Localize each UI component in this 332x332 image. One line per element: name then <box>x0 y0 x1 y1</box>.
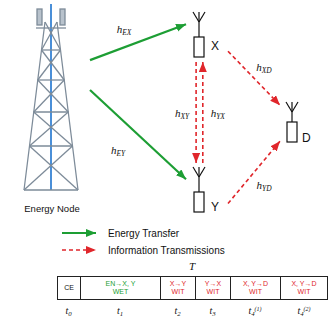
slot-cell: X, Y→DWIT <box>230 276 281 300</box>
channel-label: hEY <box>111 144 125 156</box>
math-subscript: 4 <box>251 310 254 317</box>
math-subscript: 3 <box>212 310 215 317</box>
time-label: t0 <box>65 305 71 317</box>
math-subscript: 2 <box>177 310 180 317</box>
slot-text: WIT <box>172 288 185 296</box>
slot-text: WIT <box>207 288 220 296</box>
math-superscript: (2) <box>304 306 311 312</box>
math-superscript: (1) <box>255 306 262 312</box>
energy-transfer-arrow <box>90 90 186 179</box>
math-subscript: XY <box>181 113 190 122</box>
slot-cell: X→YWIT <box>160 276 196 300</box>
time-label: t1 <box>117 305 123 317</box>
channel-label: hXY <box>175 107 189 119</box>
slot-cell: X, Y→DWIT <box>280 276 328 300</box>
time-label: t4(1) <box>248 305 261 317</box>
math-symbol: t <box>174 305 177 316</box>
node-label: X <box>211 39 219 53</box>
node-label: D <box>302 131 311 145</box>
time-label: t4(2) <box>297 305 310 317</box>
math-symbol: h <box>111 144 117 156</box>
math-symbol: t <box>248 305 251 316</box>
energy-transfer-arrow <box>90 24 186 60</box>
math-subscript: EY <box>116 149 125 158</box>
slot-cell: CE <box>57 276 81 300</box>
slot-text: WET <box>113 288 129 296</box>
information-arrow <box>202 62 204 163</box>
destination-node: D <box>280 98 320 146</box>
math-symbol: t <box>297 305 300 316</box>
math-symbol: t <box>65 305 68 316</box>
math-subscript: EX <box>122 28 131 37</box>
slot-text: WIT <box>298 288 311 296</box>
information-arrow <box>228 141 280 203</box>
slot-text: X, Y→D <box>291 280 316 288</box>
math-symbol: t <box>117 305 120 316</box>
channel-label-patch: hYD <box>256 175 273 193</box>
math-subscript: YD <box>262 184 272 193</box>
antenna-icon <box>193 12 205 57</box>
legend-sample-arrow <box>62 232 96 234</box>
channel-label-patch: hXY <box>174 103 190 121</box>
channel-label: hYD <box>257 179 272 191</box>
slot-text: X→Y <box>170 280 186 288</box>
math-symbol: h <box>175 107 181 119</box>
channel-label-patch: hYX <box>210 103 226 121</box>
math-symbol: h <box>211 107 217 119</box>
information-arrow <box>195 62 197 163</box>
information-arrow <box>228 51 280 105</box>
slot-text: WIT <box>249 288 262 296</box>
legend-text: Information Transmissions <box>108 245 225 256</box>
math-symbol: h <box>117 23 123 35</box>
slot-text: X, Y→D <box>243 280 268 288</box>
slot-text: Y→X <box>205 280 221 288</box>
math-symbol: h <box>256 61 262 73</box>
period-label: T <box>189 260 195 272</box>
antenna-icon <box>193 167 205 212</box>
slot-cell: EN→X, YWET <box>80 276 161 300</box>
time-label: t2 <box>174 305 180 317</box>
channel-label-patch: hXD <box>255 57 272 75</box>
time-label: t3 <box>209 305 215 317</box>
math-subscript: 4 <box>300 310 303 317</box>
antenna-icon <box>286 102 298 142</box>
tower-icon <box>24 4 78 190</box>
legend-text: Energy Transfer <box>108 228 179 239</box>
legend-sample-dashed-arrow <box>62 249 96 251</box>
channel-label-patch: hEY <box>110 140 126 158</box>
slot-text: EN→X, Y <box>106 280 136 288</box>
math-subscript: YX <box>216 113 225 122</box>
channel-label-patch: hEX <box>116 19 133 37</box>
math-subscript: XD <box>262 66 272 75</box>
slot-text: CE <box>64 284 74 292</box>
node-label: Energy Node <box>24 203 79 214</box>
channel-label: hYX <box>211 107 225 119</box>
slot-cell: Y→XWIT <box>195 276 231 300</box>
relay-node: Y <box>186 163 228 217</box>
energy-node: Energy Node <box>14 2 90 214</box>
math-symbol: t <box>209 305 212 316</box>
channel-label: hXD <box>256 61 271 73</box>
node-label: Y <box>211 200 219 214</box>
math-subscript: 1 <box>120 310 123 317</box>
math-symbol: h <box>257 179 263 191</box>
channel-label: hEX <box>117 23 132 35</box>
relay-node: X <box>186 8 228 62</box>
math-subscript: 0 <box>68 310 71 317</box>
